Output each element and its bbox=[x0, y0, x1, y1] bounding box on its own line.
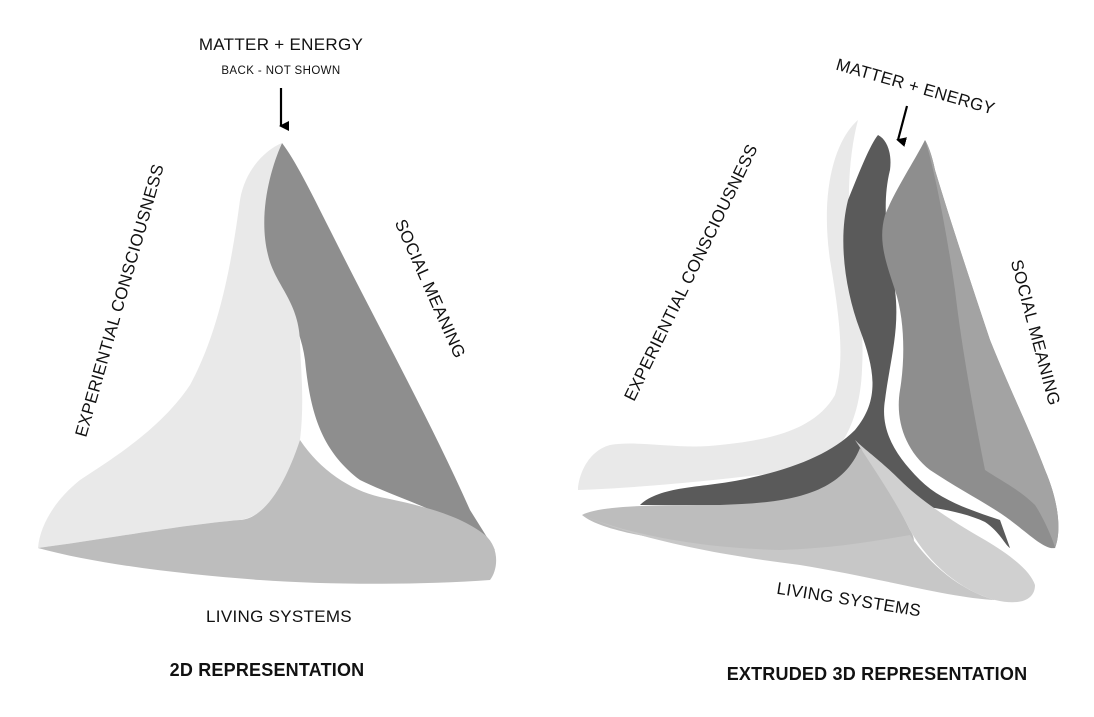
left-caption: 2D REPRESENTATION bbox=[170, 660, 365, 680]
left-top-label: MATTER + ENERGY bbox=[199, 35, 363, 54]
left-top-sublabel: BACK - NOT SHOWN bbox=[221, 65, 340, 77]
right-bottom-label: LIVING SYSTEMS bbox=[775, 579, 922, 621]
bottom-label: LIVING SYSTEMS bbox=[206, 607, 352, 626]
left-social-meaning-region bbox=[261, 143, 495, 550]
left-2d-diagram: MATTER + ENERGY BACK - NOT SHOWN EXPERIE… bbox=[38, 35, 497, 680]
right-matter-energy-ribbon bbox=[640, 135, 1010, 548]
right-experiential-slab bbox=[578, 120, 863, 490]
right-social-meaning-highlight bbox=[925, 140, 1059, 548]
right-living-systems-blade bbox=[582, 448, 914, 562]
right-caption: EXTRUDED 3D REPRESENTATION bbox=[727, 664, 1028, 684]
right-down-arrow-icon bbox=[896, 105, 909, 147]
right-lower-blade bbox=[855, 440, 1035, 603]
right-3d-diagram: MATTER + ENERGY EXPERIENTIAL CONSCIOUSNE… bbox=[578, 55, 1064, 684]
right-bottom-lip bbox=[582, 515, 995, 600]
right-right-side-label: SOCIAL MEANING bbox=[1007, 258, 1064, 408]
right-left-side-label: EXPERIENTIAL CONSCIOUSNESS bbox=[620, 141, 761, 404]
right-top-label: MATTER + ENERGY bbox=[834, 55, 997, 119]
left-experiential-region bbox=[38, 143, 303, 548]
left-side-label: EXPERIENTIAL CONSCIOUSNESS bbox=[72, 162, 168, 439]
left-living-systems-region bbox=[38, 440, 497, 584]
right-side-label: SOCIAL MEANING bbox=[391, 216, 469, 361]
